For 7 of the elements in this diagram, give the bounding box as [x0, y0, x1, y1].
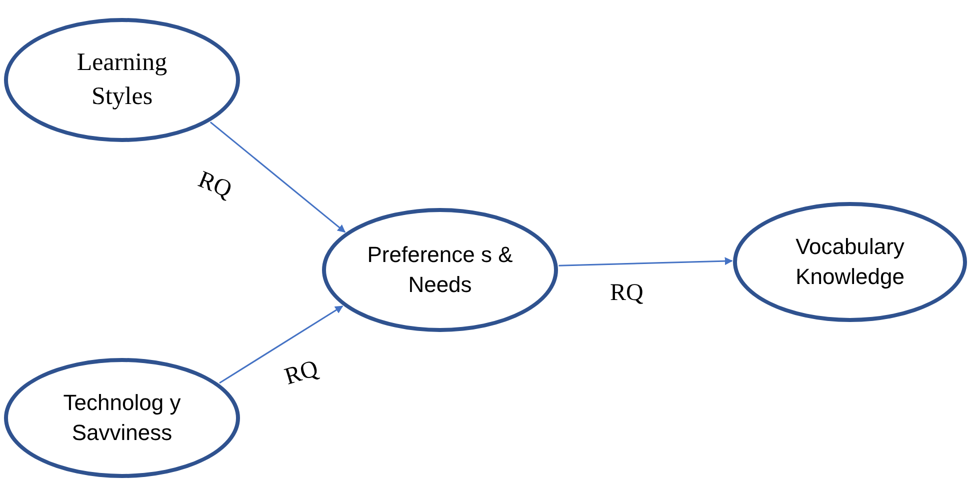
arrow: [210, 122, 346, 233]
node-label: Vocabulary Knowledge: [794, 233, 906, 291]
arrow: [558, 257, 733, 266]
arrow: [219, 306, 344, 384]
node-label: Learning Styles: [76, 48, 168, 112]
node-label: Preference s & Needs: [366, 241, 514, 299]
node-label: Technolog y Savviness: [62, 389, 182, 447]
